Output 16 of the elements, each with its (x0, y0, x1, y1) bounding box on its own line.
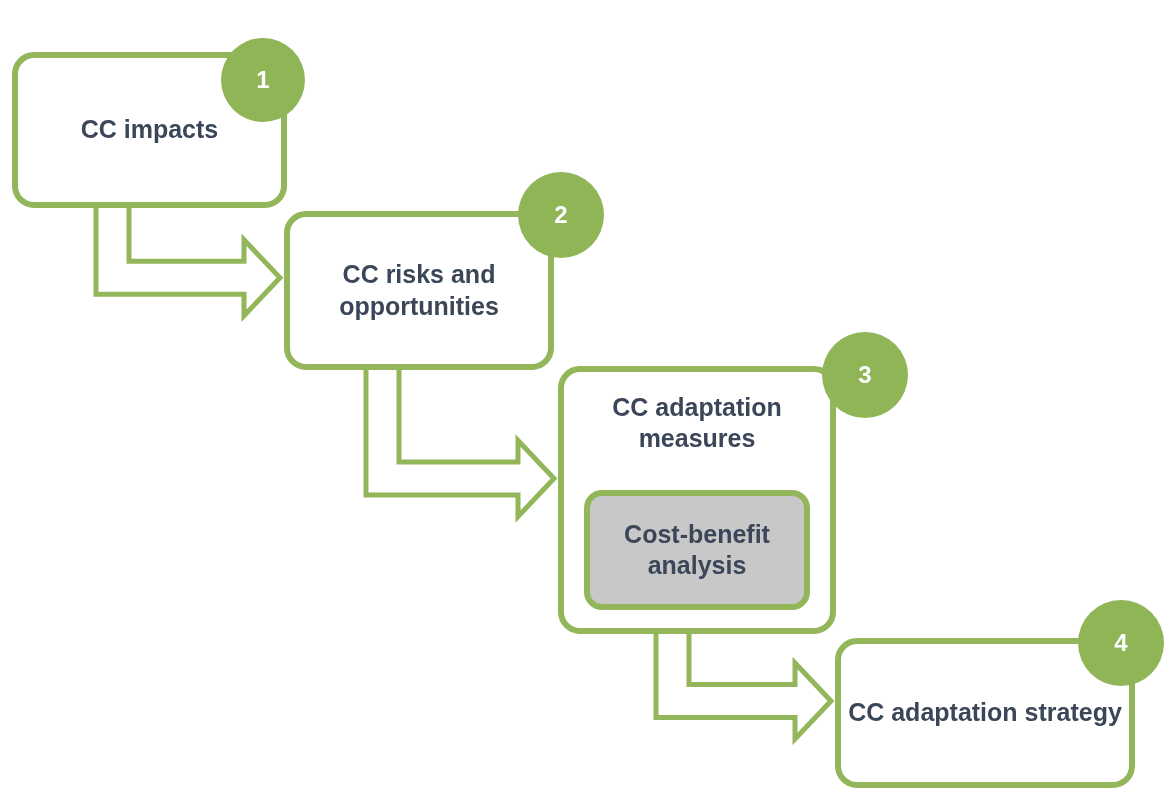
block-arrow (363, 367, 557, 520)
process-box (12, 52, 287, 208)
box-label: CC impacts (80, 114, 219, 146)
step-number: 1 (256, 65, 270, 95)
sub-process-box (584, 490, 810, 610)
block-arrow (653, 631, 834, 742)
process-box (558, 366, 836, 634)
box-label: CC risks and opportunities (338, 259, 500, 322)
box-label: CC adaptation measures (611, 392, 783, 455)
step-number: 3 (858, 360, 872, 390)
box-label: CC adaptation strategy (848, 697, 1122, 729)
box-label: Cost-benefit analysis (623, 518, 771, 581)
step-number: 4 (1114, 628, 1128, 658)
block-arrow (93, 205, 283, 319)
process-box (284, 211, 554, 370)
step-number: 2 (554, 200, 568, 230)
